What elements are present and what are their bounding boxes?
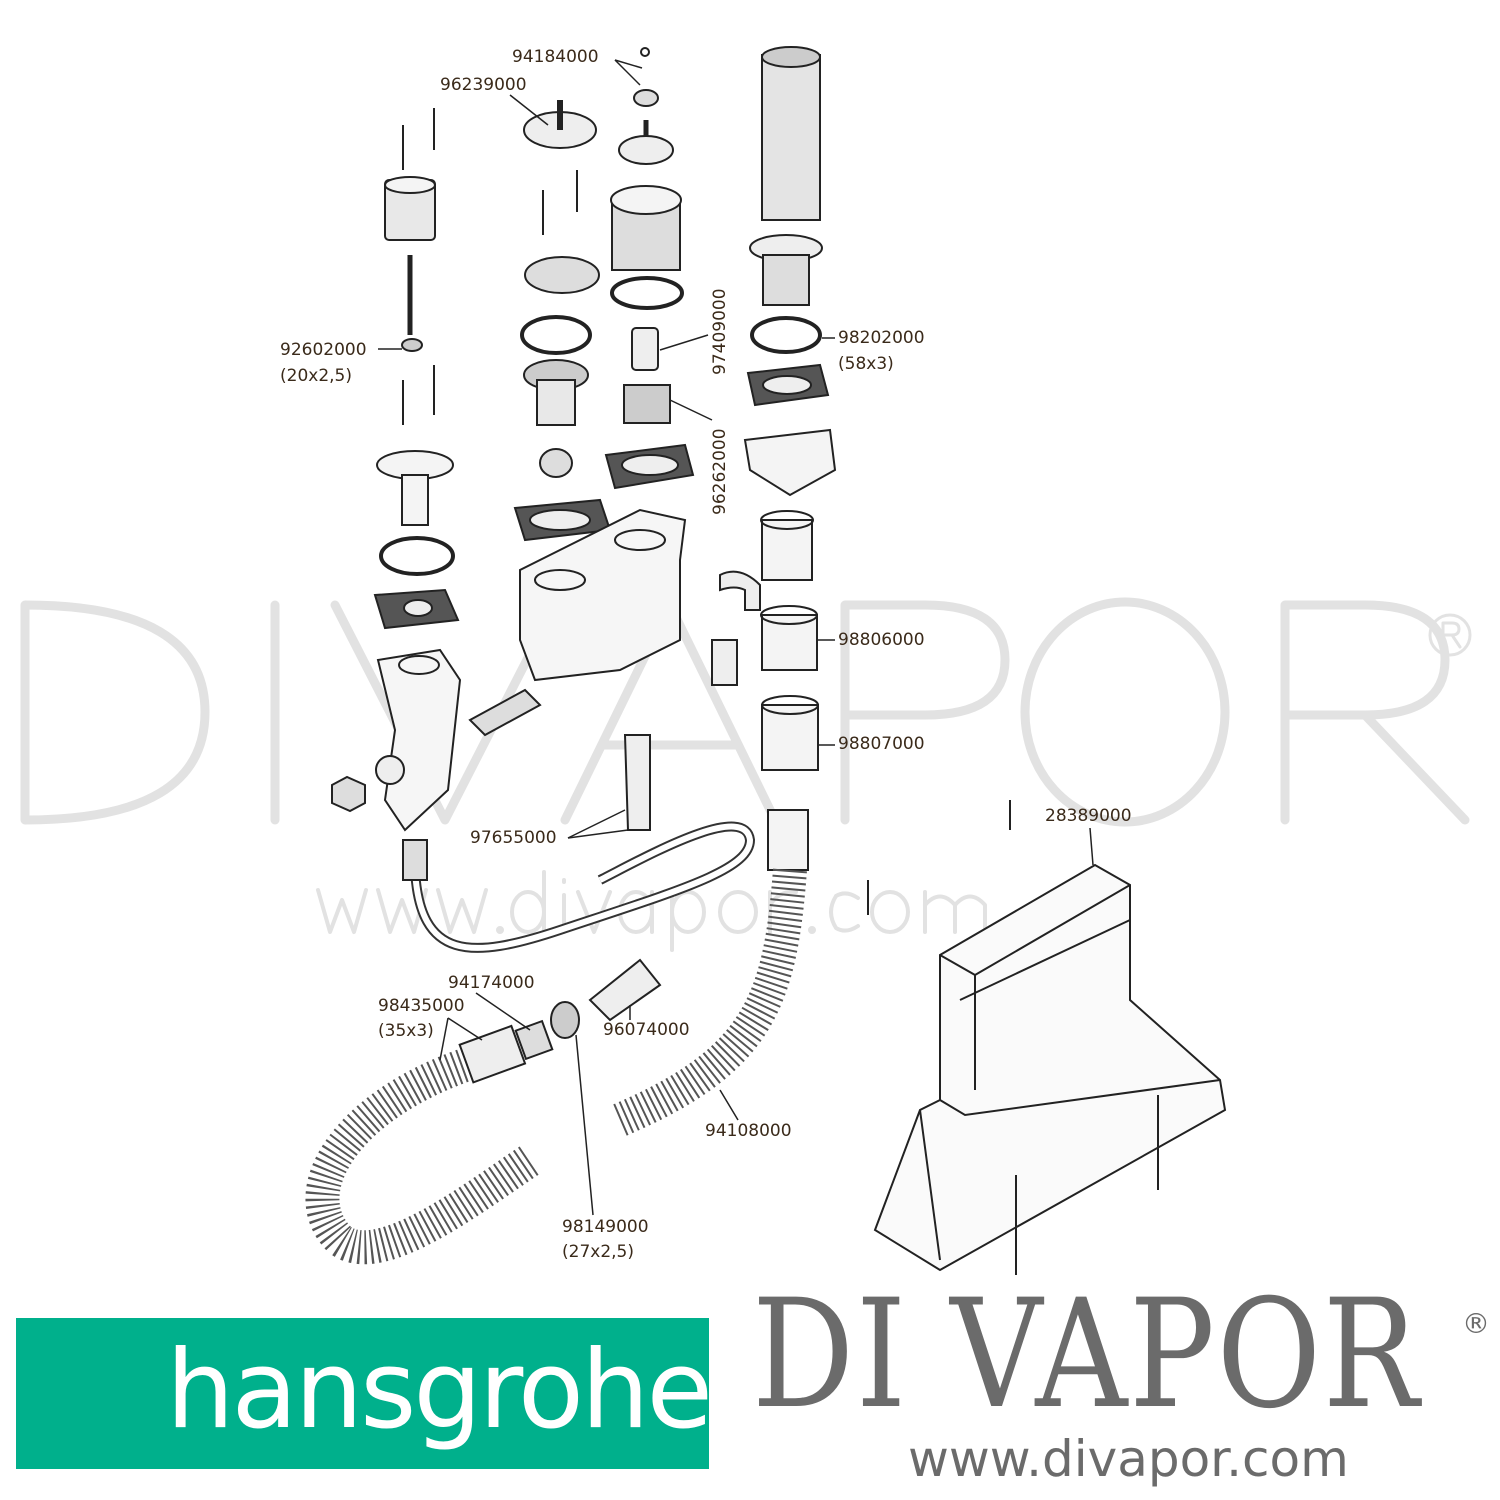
- label-96262000: 96262000: [710, 428, 730, 515]
- label-92602000: 92602000: [280, 340, 367, 360]
- label-98435000-size: (35x3): [378, 1021, 434, 1041]
- label-94184000: 94184000: [512, 47, 599, 67]
- label-96074000: 96074000: [603, 1020, 690, 1040]
- label-97655000: 97655000: [470, 828, 557, 848]
- label-98202000: 98202000: [838, 328, 925, 348]
- label-98807000: 98807000: [838, 734, 925, 754]
- leader-lines: [378, 59, 1094, 1216]
- label-97409000: 97409000: [710, 288, 730, 375]
- label-96239000: 96239000: [440, 75, 527, 95]
- part-left-column: [331, 108, 462, 832]
- watermark-url-letters: [316, 870, 987, 952]
- divapor-registered-mark: ®: [1462, 1307, 1490, 1340]
- part-right-column: [711, 46, 837, 871]
- label-92602000-size: (20x2,5): [280, 366, 352, 386]
- label-98435000: 98435000: [378, 996, 465, 1016]
- label-98149000-size: (27x2,5): [562, 1242, 634, 1262]
- label-94108000: 94108000: [705, 1121, 792, 1141]
- exploded-parts-diagram: [305, 46, 1227, 1275]
- divapor-logo: DI VAPOR: [752, 1268, 1421, 1442]
- label-94174000: 94174000: [448, 973, 535, 993]
- hansgrohe-logo-text: hansgrohe: [166, 1328, 713, 1453]
- divapor-url: www.divapor.com: [908, 1430, 1349, 1488]
- watermark-registered-mark: [1428, 613, 1472, 657]
- label-28389000: 28389000: [1045, 806, 1132, 826]
- label-98149000: 98149000: [562, 1217, 649, 1237]
- part-mounting-bracket: [867, 800, 1227, 1275]
- hansgrohe-logo: hansgrohe: [16, 1318, 713, 1469]
- part-hoses: [305, 821, 807, 1265]
- label-98806000: 98806000: [838, 630, 925, 650]
- part-middle-column: [468, 47, 761, 831]
- label-98202000-size: (58x3): [838, 354, 894, 374]
